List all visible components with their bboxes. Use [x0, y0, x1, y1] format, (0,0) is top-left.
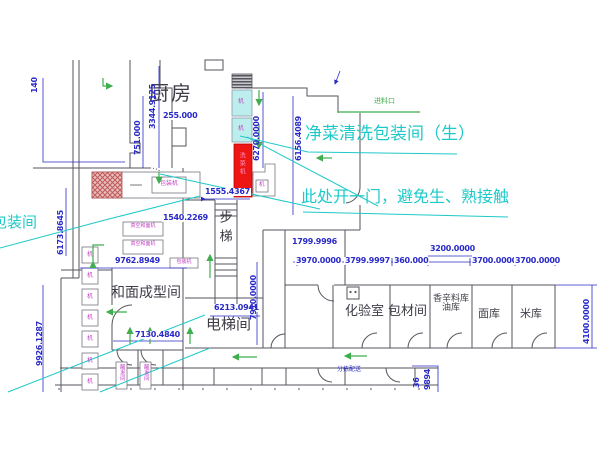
washer-machine — [233, 143, 253, 198]
dim-3344: 3344.9125 — [148, 84, 157, 129]
flow-arrows-group — [89, 70, 420, 361]
dim-140: 140 — [30, 77, 39, 93]
dim-6270: 6270.0000 — [252, 116, 261, 161]
room-label-dough-forming: 和面成型间 — [111, 285, 181, 301]
room-label-packing-material: 包材间 — [388, 304, 428, 319]
dim-1555: 1555.4367 — [204, 187, 251, 197]
door-arcs-group — [111, 167, 548, 383]
dim-7910: 7910.0000 — [249, 275, 258, 320]
equipment-tag-col-6: 机 — [87, 357, 94, 364]
dim-1799: 1799.9996 — [291, 237, 338, 247]
equipment-tag-col-5: 机 — [87, 335, 94, 342]
equipment-tag-vacuum-mixer-2: 真空和面机 — [130, 241, 156, 247]
striped-machine — [231, 73, 253, 89]
spice-store-line1: 香辛料库 — [432, 294, 469, 304]
annotation-door-note: 此处开一门，避免生、熟接触 — [301, 187, 510, 206]
dim-7130: 7130.4840 — [134, 330, 181, 340]
room-label-spice-store: 香辛料库 油库 — [430, 294, 472, 314]
equipment-tag-col-2: 机 — [87, 272, 94, 279]
dim-3799: 3799.9997 — [344, 256, 391, 266]
dim-255: 255.000 — [162, 111, 199, 121]
dim-3700-b: 3700.0000 — [514, 256, 561, 266]
dim-3200: 3200.0000 — [429, 244, 476, 254]
equipment-tag-counter: 机 — [259, 182, 265, 188]
dim-360: 360.000 — [393, 256, 430, 266]
dim-6213: 6213.0941 — [213, 303, 260, 313]
annotation-sorting: 分拣配送 — [337, 366, 362, 373]
dim-4100: 4100.0000 — [582, 299, 591, 344]
room-label-stairs: 步梯 — [216, 210, 232, 248]
dim-9926: 9926.1287 — [35, 321, 44, 366]
dim-6156: 6156.4089 — [294, 116, 303, 161]
hatched-machine — [91, 171, 123, 199]
walls-group — [33, 59, 556, 392]
dim-1540: 1540.2269 — [162, 213, 209, 223]
equipment-tag-col-3: 机 — [87, 293, 94, 300]
room-label-lab: 化验室 — [345, 304, 385, 319]
equipment-tag-proofing-1: 醒发间 — [118, 364, 125, 381]
equipment-tag-vacuum-mixer-1: 真空和面机 — [130, 223, 156, 229]
equipment-tag-packing-machine-2: 包装机 — [176, 259, 192, 265]
dim-751: 751.000 — [133, 120, 142, 155]
equipment-tag-cyanbox-1: 机 — [238, 98, 245, 105]
annotation-clean-wash-room: 净菜清洗包装间（生） — [305, 124, 475, 144]
annotation-packing-room: 包装间 — [0, 213, 38, 231]
dim-6173: 6173.8645 — [56, 210, 65, 255]
dim-36: 36 — [412, 377, 421, 388]
equipment-tag-col-1: 机 — [87, 251, 94, 258]
dim-9894: 9894 — [423, 368, 432, 390]
equipment-tag-col-4: 机 — [87, 314, 94, 321]
oil-store-line2: 油库 — [441, 303, 460, 314]
equipment-tag-col-7: 机 — [87, 378, 94, 385]
room-label-elevator: 电梯间 — [206, 315, 252, 333]
room-label-kitchen: 厨房 — [149, 81, 193, 105]
equipment-group — [81, 73, 276, 391]
annotation-feed-inlet: 进料口 — [374, 97, 395, 105]
room-label-flour-store: 面库 — [478, 307, 500, 320]
equipment-tag-proofing-2: 醒发间 — [142, 364, 149, 381]
equipment-tag-cyanbox-2: 机 — [238, 125, 245, 132]
dim-3970: 3970.0000 — [295, 256, 342, 266]
dim-9762: 9762.8949 — [114, 256, 161, 266]
equipment-tag-washer: 洗菜机 — [238, 152, 246, 176]
room-label-rice-store: 米库 — [520, 307, 542, 320]
dim-3700-a: 3700.0000 — [471, 256, 518, 266]
equipment-tag-packing-machine-1: 包装机 — [159, 180, 178, 187]
